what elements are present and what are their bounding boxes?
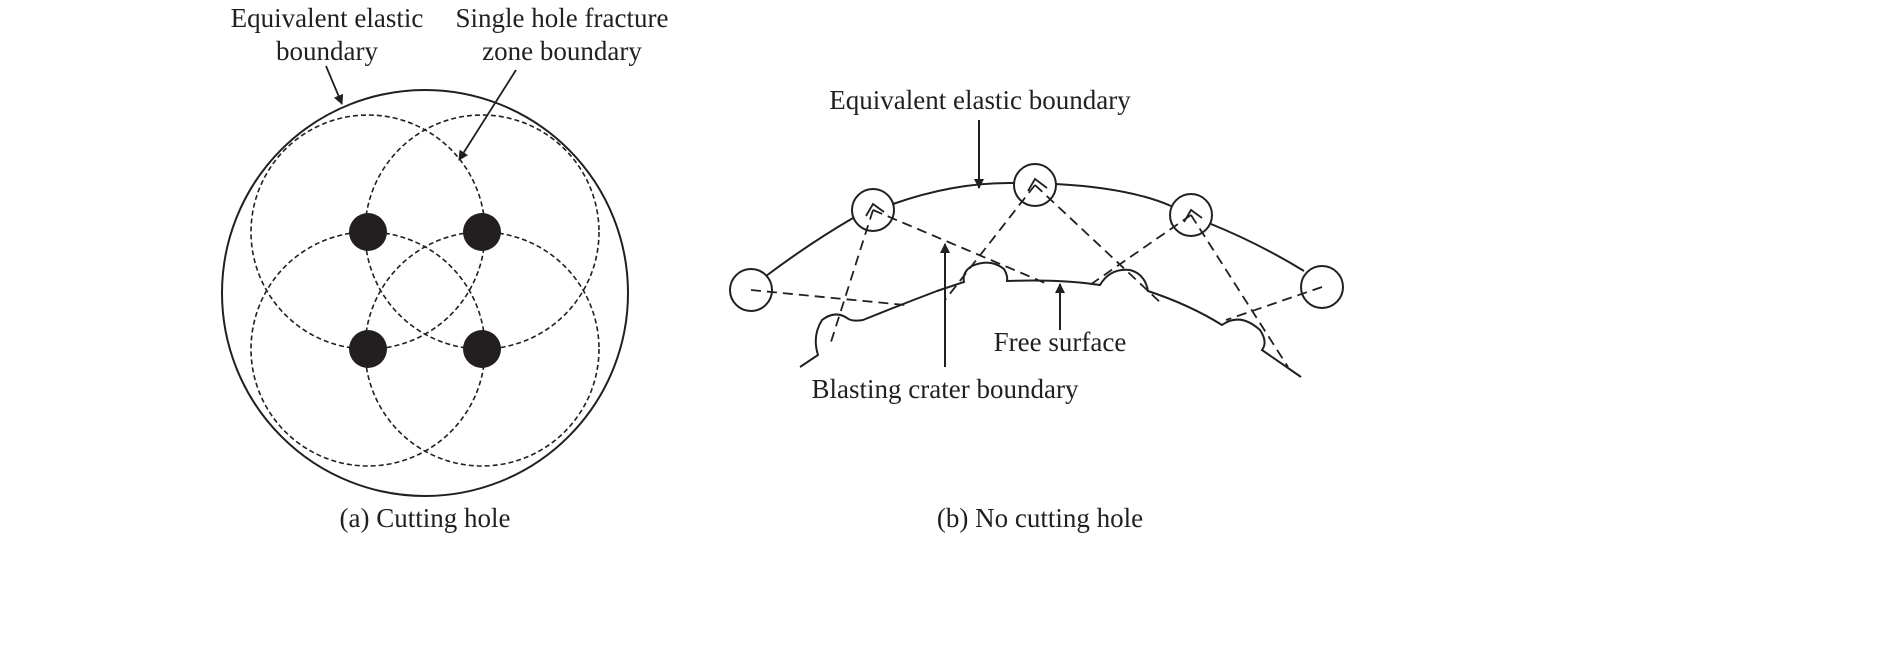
fracture-zone-circle-top-right: [364, 114, 600, 350]
blast-hole-5: [1300, 265, 1344, 309]
label-single-hole-fracture-zone: Single hole fracture zone boundary: [448, 2, 676, 68]
equivalent-elastic-boundary-circle: [221, 89, 629, 497]
fracture-boundary-arrow: [458, 69, 517, 161]
label-free-surface: Free surface: [993, 327, 1127, 357]
label-equivalent-elastic-boundary-b: Equivalent elastic boundary: [829, 85, 1131, 115]
label-fracture-line2: zone boundary: [482, 36, 642, 66]
elastic-boundary-arc: [765, 181, 1305, 277]
label-elastic-line1: Equivalent elastic: [230, 3, 424, 33]
label-equivalent-elastic-boundary: Equivalent elastic boundary: [227, 2, 427, 68]
caption-a: (a) Cutting hole: [339, 503, 511, 533]
label-blasting-crater-boundary: Blasting crater boundary: [811, 374, 1079, 404]
free-surface-line: [799, 261, 1302, 378]
crater-boundary-dashes: [750, 184, 1323, 368]
fracture-zone-circle-bottom-right: [364, 231, 600, 467]
hole-chevrons: [865, 177, 1203, 223]
label-elastic-line2: boundary: [276, 36, 378, 66]
caption-b: (b) No cutting hole: [936, 503, 1144, 533]
blast-hole-2: [851, 188, 895, 232]
cutting-hole-bottom-right: [463, 330, 501, 368]
label-fracture-line1: Single hole fracture: [455, 3, 669, 33]
cutting-hole-bottom-left: [349, 330, 387, 368]
elastic-boundary-arrow: [325, 65, 344, 105]
cutting-hole-top-left: [349, 213, 387, 251]
panel-b-diagram: [729, 120, 1344, 378]
blast-hole-4: [1169, 193, 1213, 237]
cutting-hole-top-right: [463, 213, 501, 251]
blast-hole-3: [1013, 163, 1057, 207]
blast-hole-1: [729, 268, 773, 312]
panel-a-diagram: [221, 65, 629, 497]
